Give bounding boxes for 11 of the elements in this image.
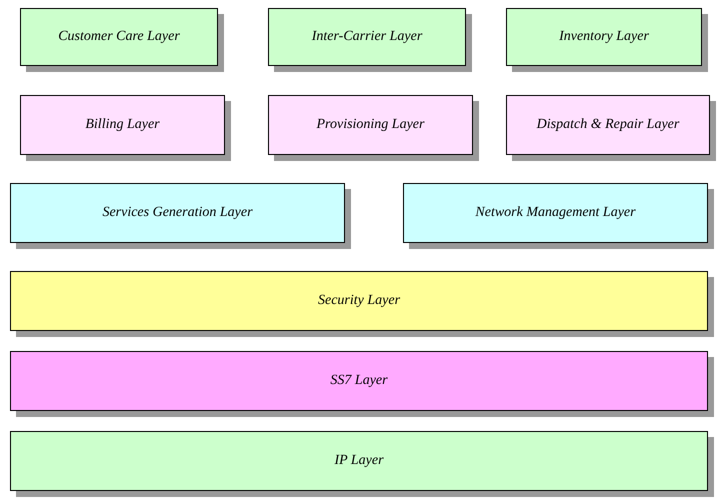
layer-label: IP Layer bbox=[334, 453, 384, 469]
layer-label: Network Management Layer bbox=[475, 205, 636, 221]
layer-label: Customer Care Layer bbox=[58, 29, 180, 45]
layer-label: Dispatch & Repair Layer bbox=[536, 117, 680, 133]
layer-label: SS7 Layer bbox=[330, 373, 388, 389]
layer-label: Billing Layer bbox=[85, 117, 160, 133]
layer-label: Inter-Carrier Layer bbox=[312, 29, 422, 45]
layer-label: Provisioning Layer bbox=[316, 117, 424, 133]
layer-label: Inventory Layer bbox=[559, 29, 649, 45]
layer-label: Security Layer bbox=[318, 293, 400, 309]
layer-label: Services Generation Layer bbox=[102, 205, 253, 221]
